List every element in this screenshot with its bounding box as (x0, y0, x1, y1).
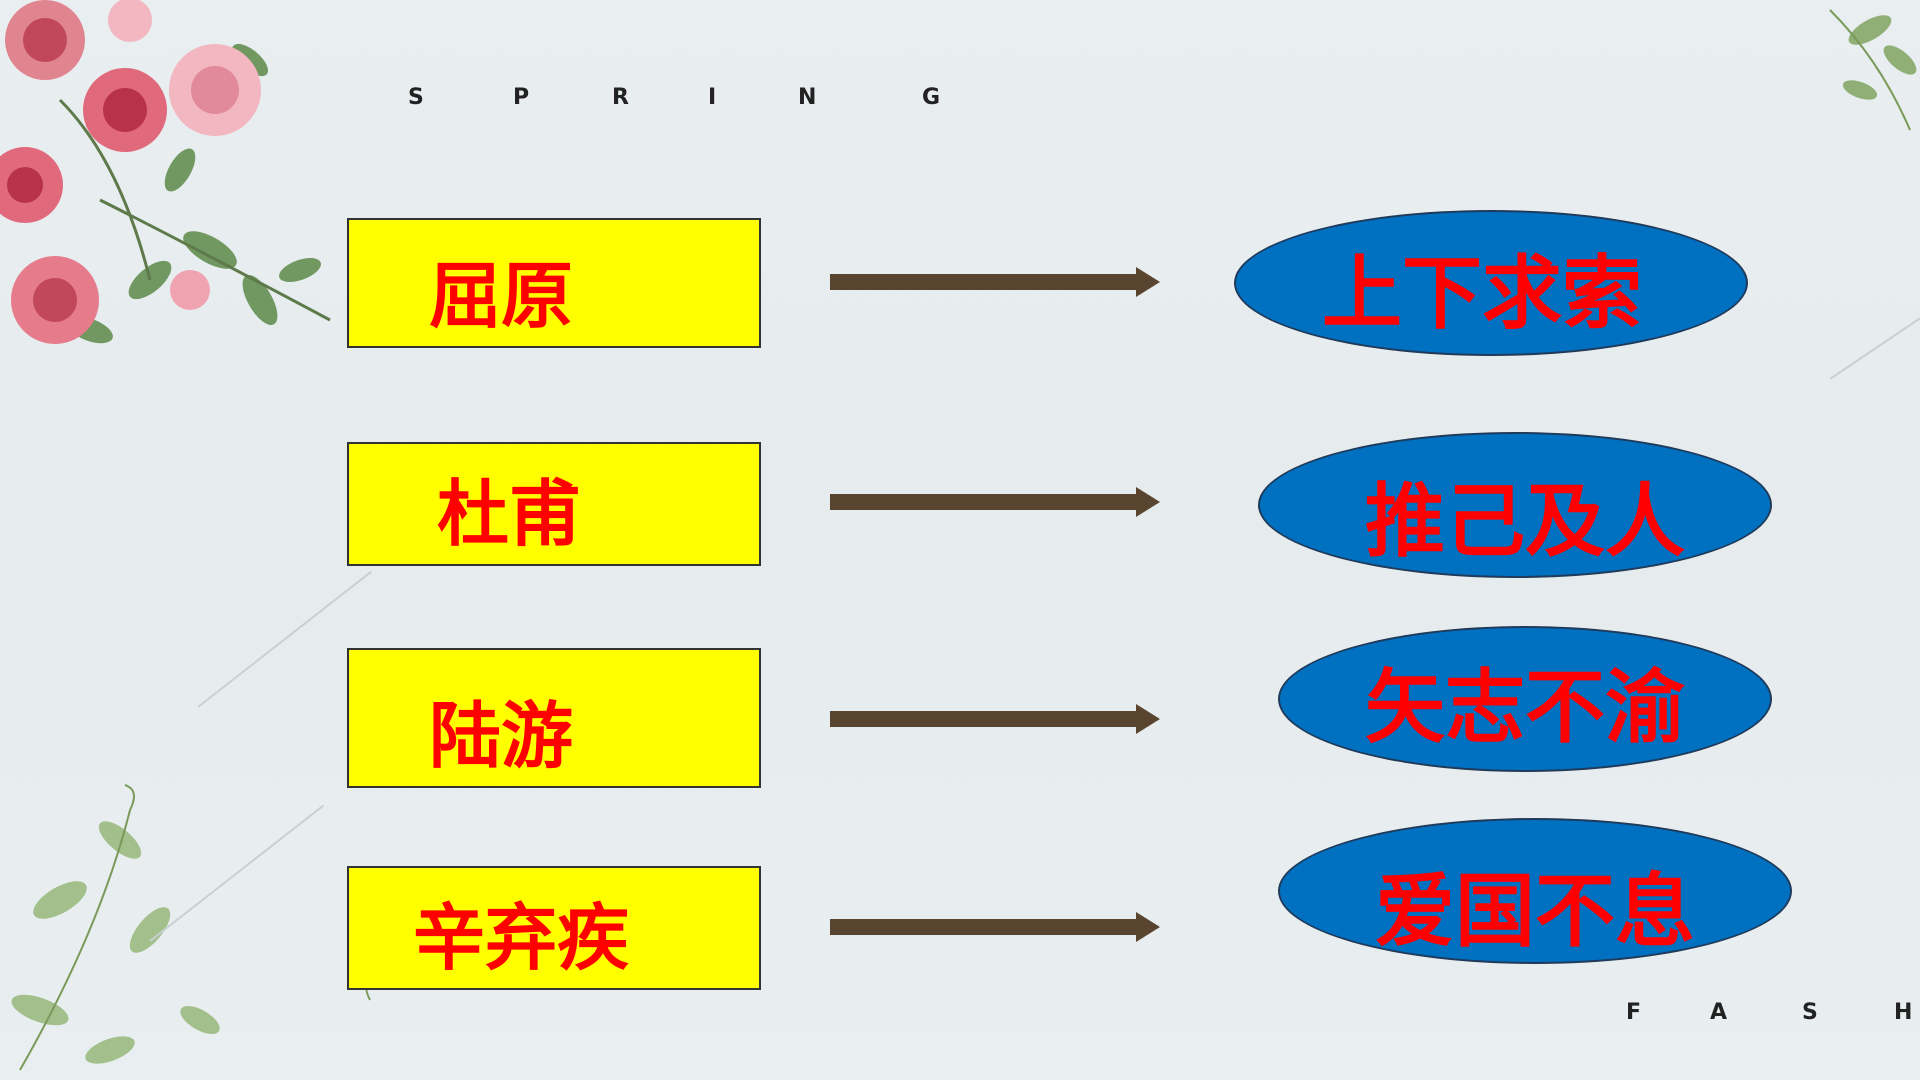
footer-letters: F A S H (1500, 1000, 1920, 1030)
virtue-text: 推己及人 (1365, 475, 1685, 568)
header-letter: G (922, 85, 941, 110)
flower-decoration-top-left (0, 0, 331, 344)
name-box-2: 杜甫 (347, 442, 761, 566)
virtue-ellipse-1: 上下求索 (1234, 210, 1748, 356)
decorative-line (1829, 316, 1920, 380)
name-text: 杜甫 (437, 472, 582, 556)
virtue-text: 上下求索 (1322, 247, 1642, 340)
arrow-2 (830, 487, 1160, 517)
header-letter: N (798, 85, 817, 110)
virtue-ellipse-3: 矢志不渝 (1278, 626, 1772, 772)
footer-letter: A (1710, 1000, 1728, 1025)
header-letter: P (513, 85, 530, 110)
name-text: 屈原 (429, 254, 574, 338)
decorative-line (197, 570, 372, 708)
name-box-3: 陆游 (347, 648, 761, 788)
header-letter: R (612, 85, 629, 110)
header-letter: I (708, 85, 717, 110)
arrow-4 (830, 912, 1160, 942)
virtue-text: 矢志不渝 (1365, 661, 1685, 754)
header-letters: S P R I N G (0, 85, 1000, 115)
leaf-decoration-top-right (1829, 9, 1917, 131)
virtue-ellipse-2: 推己及人 (1258, 432, 1772, 578)
name-text: 陆游 (429, 694, 574, 778)
footer-letter: H (1894, 1000, 1913, 1025)
virtue-ellipse-4: 爱国不息 (1278, 818, 1792, 964)
arrow-3 (830, 704, 1160, 734)
name-text: 辛弃疾 (413, 896, 630, 980)
header-letter: S (408, 85, 424, 110)
arrow-1 (830, 267, 1160, 297)
leaf-decoration-bottom-left (11, 784, 376, 1071)
footer-letter: F (1626, 1000, 1642, 1025)
name-box-4: 辛弃疾 (347, 866, 761, 990)
footer-letter: S (1802, 1000, 1818, 1025)
virtue-text: 爱国不息 (1375, 865, 1695, 958)
name-box-1: 屈原 (347, 218, 761, 348)
